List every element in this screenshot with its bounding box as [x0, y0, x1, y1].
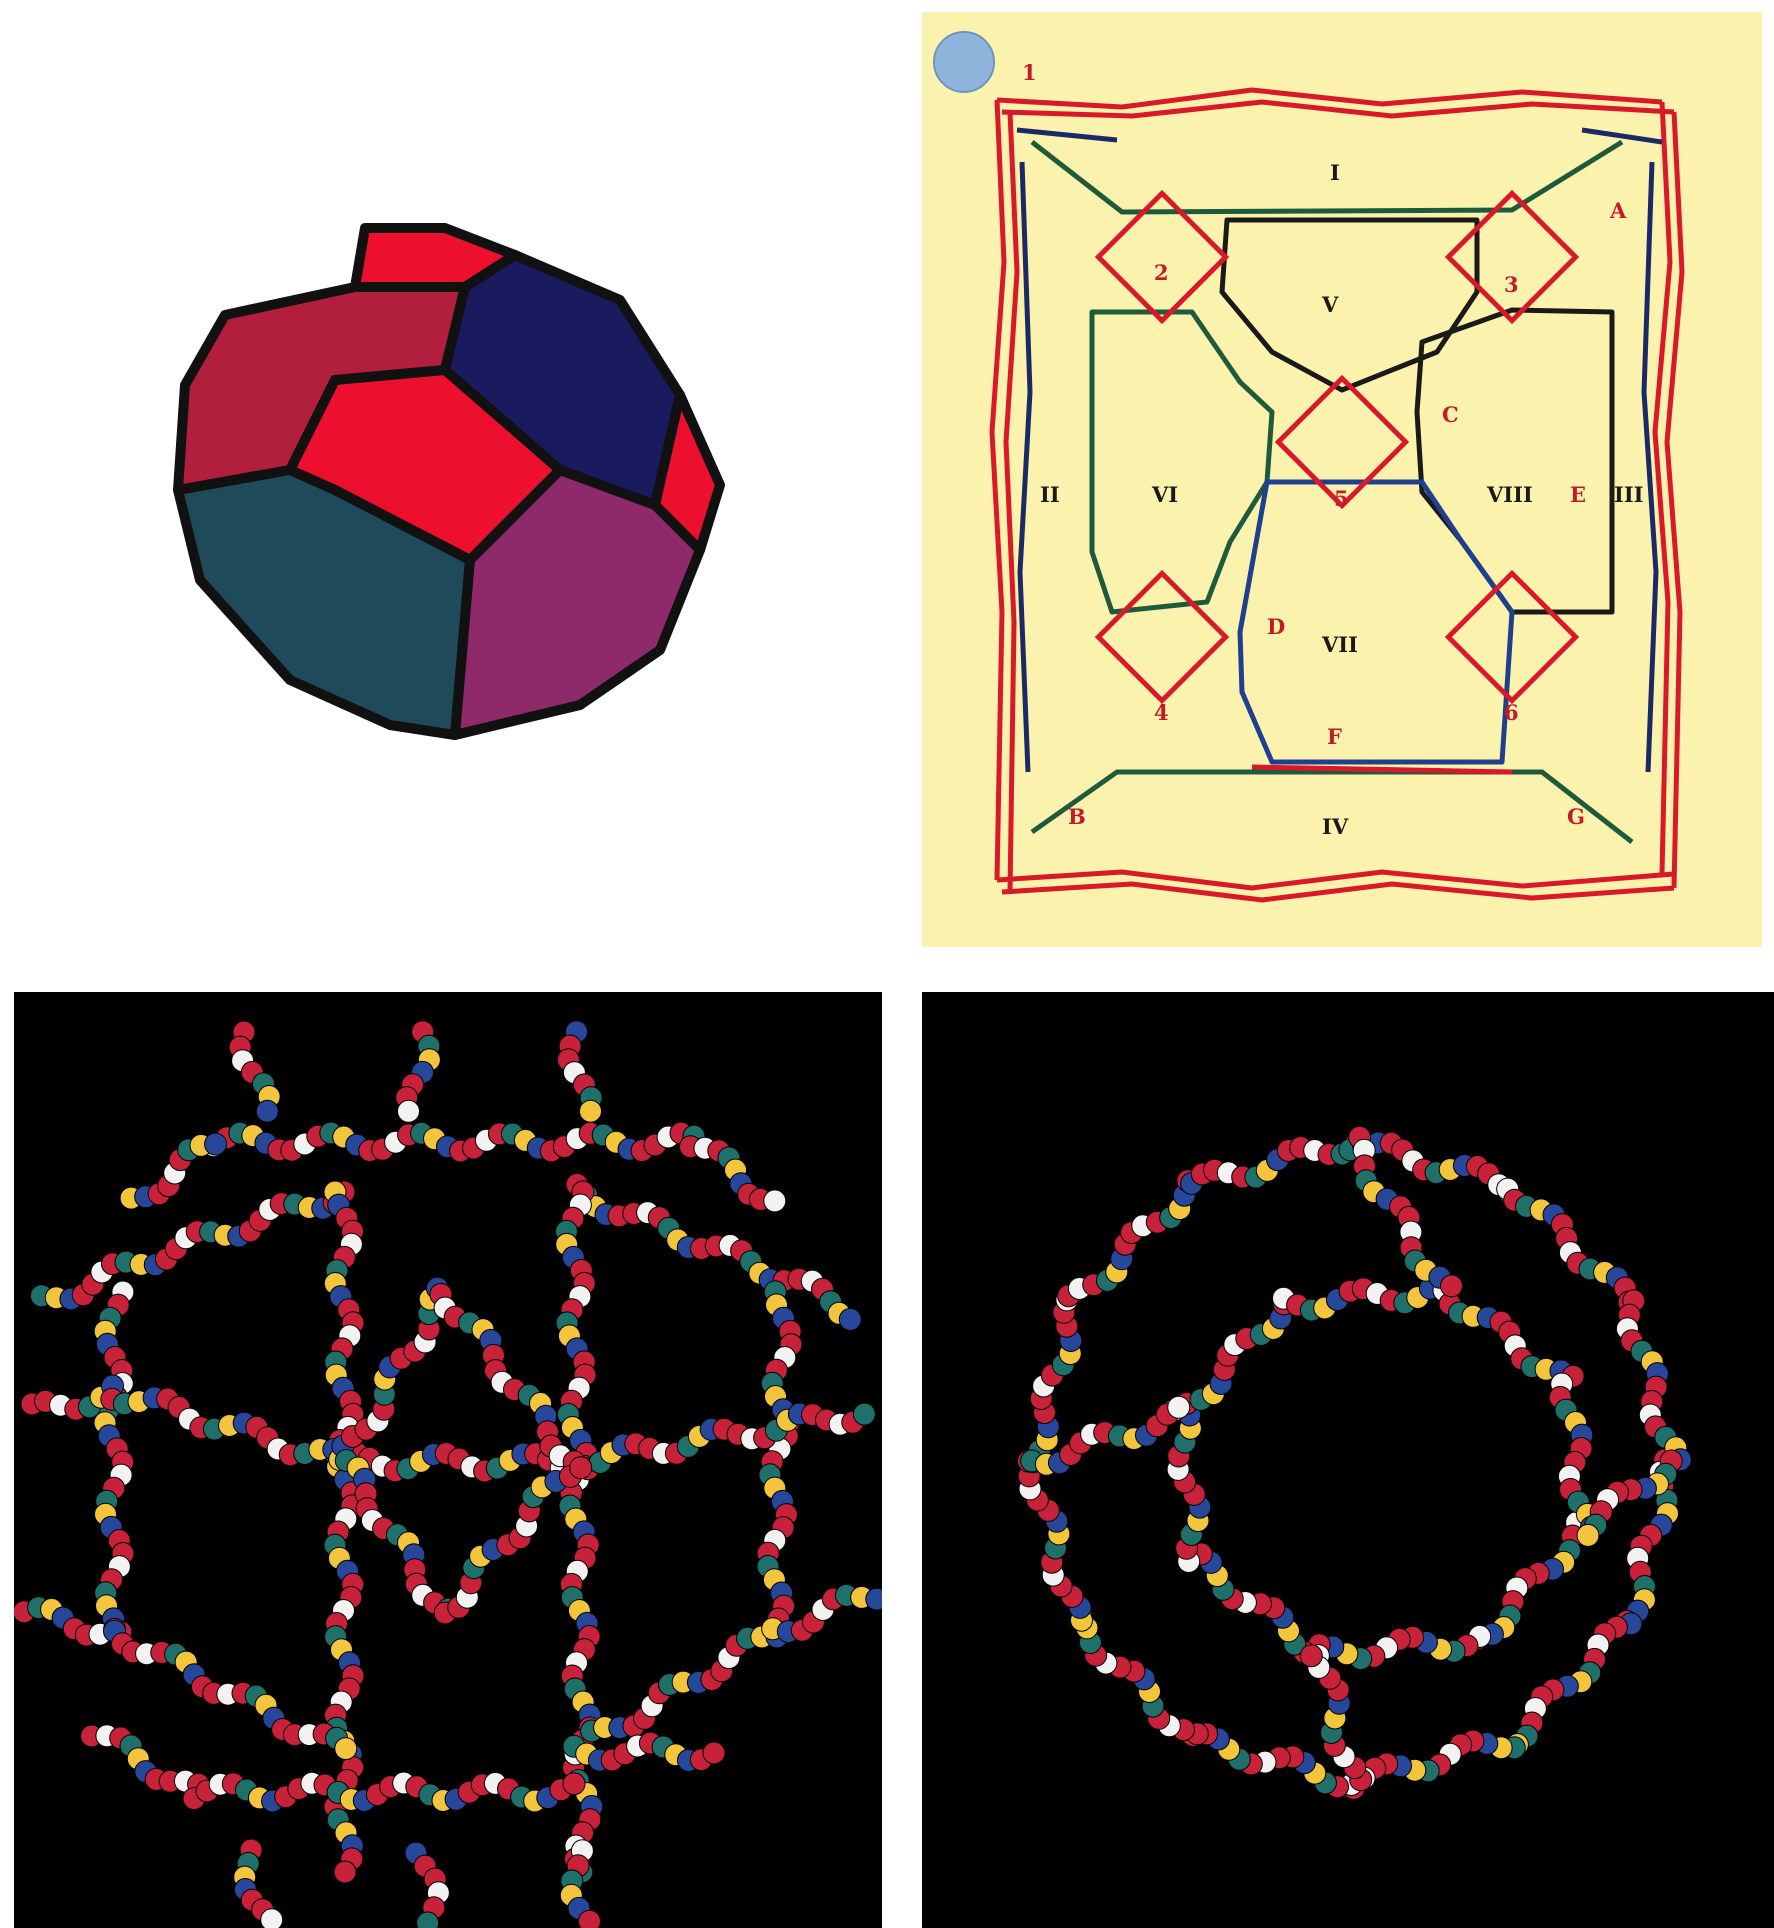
helix-rod	[680, 1136, 786, 1212]
helix-rod	[1343, 1730, 1526, 1800]
helix-rod	[1506, 1613, 1642, 1756]
helix-cage-model-panel	[922, 992, 1774, 1928]
junction-label-4: 4	[1154, 700, 1169, 725]
strand-diagram-panel: 1 I V II VI VIII III VII IV 2 3 5 4 6 A …	[922, 12, 1762, 947]
helix-rod	[203, 1122, 705, 1162]
helix-rod	[564, 1403, 875, 1480]
junction-label-2: 2	[1154, 260, 1169, 285]
cycle-VIII-strand	[1417, 310, 1612, 612]
helix-cage-model	[922, 992, 1774, 1928]
outer-strand-top	[997, 90, 1674, 116]
helix-rod	[757, 1281, 802, 1643]
edge-label-G: G	[1567, 804, 1585, 829]
helix-rod	[101, 1387, 357, 1468]
helix-rod	[1308, 1625, 1491, 1669]
cycle-VI-strand	[1092, 312, 1272, 612]
helix-cage-rods	[1018, 1126, 1692, 1799]
helix-rod	[104, 1620, 357, 1760]
edge-label-F: F	[1327, 724, 1342, 749]
start-label: 1	[1022, 60, 1037, 85]
cycle-V-strand	[1222, 220, 1477, 390]
face-label-VIII: VIII	[1486, 482, 1533, 507]
truncated-octahedron-drawing	[0, 0, 900, 960]
face-label-III: III	[1614, 482, 1643, 507]
strand-diagram: 1 I V II VI VIII III VII IV 2 3 5 4 6 A …	[922, 12, 1762, 947]
helix-lattice-rods	[14, 1021, 882, 1928]
edge-label-D: D	[1267, 614, 1285, 639]
face-label-I: I	[1330, 160, 1340, 185]
helix-rod	[94, 1281, 134, 1643]
helix-lattice-model-panel	[14, 992, 882, 1928]
helix-rod	[234, 1839, 283, 1928]
start-marker	[934, 32, 994, 92]
face-label-VI: VI	[1151, 482, 1178, 507]
truncated-octahedron-panel	[0, 0, 900, 960]
face-label-V: V	[1321, 292, 1339, 317]
helix-rod	[1018, 1451, 1092, 1632]
edge-label-C: C	[1442, 402, 1459, 427]
edge-label-A: A	[1609, 198, 1627, 223]
face-label-VII: VII	[1321, 632, 1358, 657]
helix-rod	[1616, 1290, 1691, 1471]
outer-strand-bottom	[997, 872, 1674, 900]
helix-rod	[120, 1133, 227, 1209]
helix-rod	[405, 1842, 449, 1928]
face-label-IV: IV	[1322, 814, 1349, 839]
helix-rod	[1497, 1178, 1640, 1313]
helix-lattice-model	[14, 992, 882, 1928]
junction-label-3: 3	[1504, 272, 1519, 297]
helix-rod	[81, 1725, 210, 1796]
helix-rod	[1058, 1170, 1199, 1307]
junction-4-motif	[1098, 573, 1225, 700]
helix-rod	[396, 1021, 441, 1123]
helix-rod	[183, 1772, 585, 1812]
helix-rod	[229, 1021, 280, 1122]
outer-strand-left	[992, 100, 1017, 892]
helix-rod	[557, 1021, 602, 1122]
helix-rod	[1181, 1136, 1365, 1195]
edge-label-B: B	[1068, 804, 1086, 829]
inner-frame-strand	[1017, 130, 1662, 772]
junction-label-5: 5	[1334, 486, 1349, 511]
outer-strand-right	[1655, 102, 1682, 888]
face-label-II: II	[1040, 482, 1060, 507]
edge-label-E: E	[1570, 482, 1586, 507]
junction-label-6: 6	[1504, 700, 1519, 725]
